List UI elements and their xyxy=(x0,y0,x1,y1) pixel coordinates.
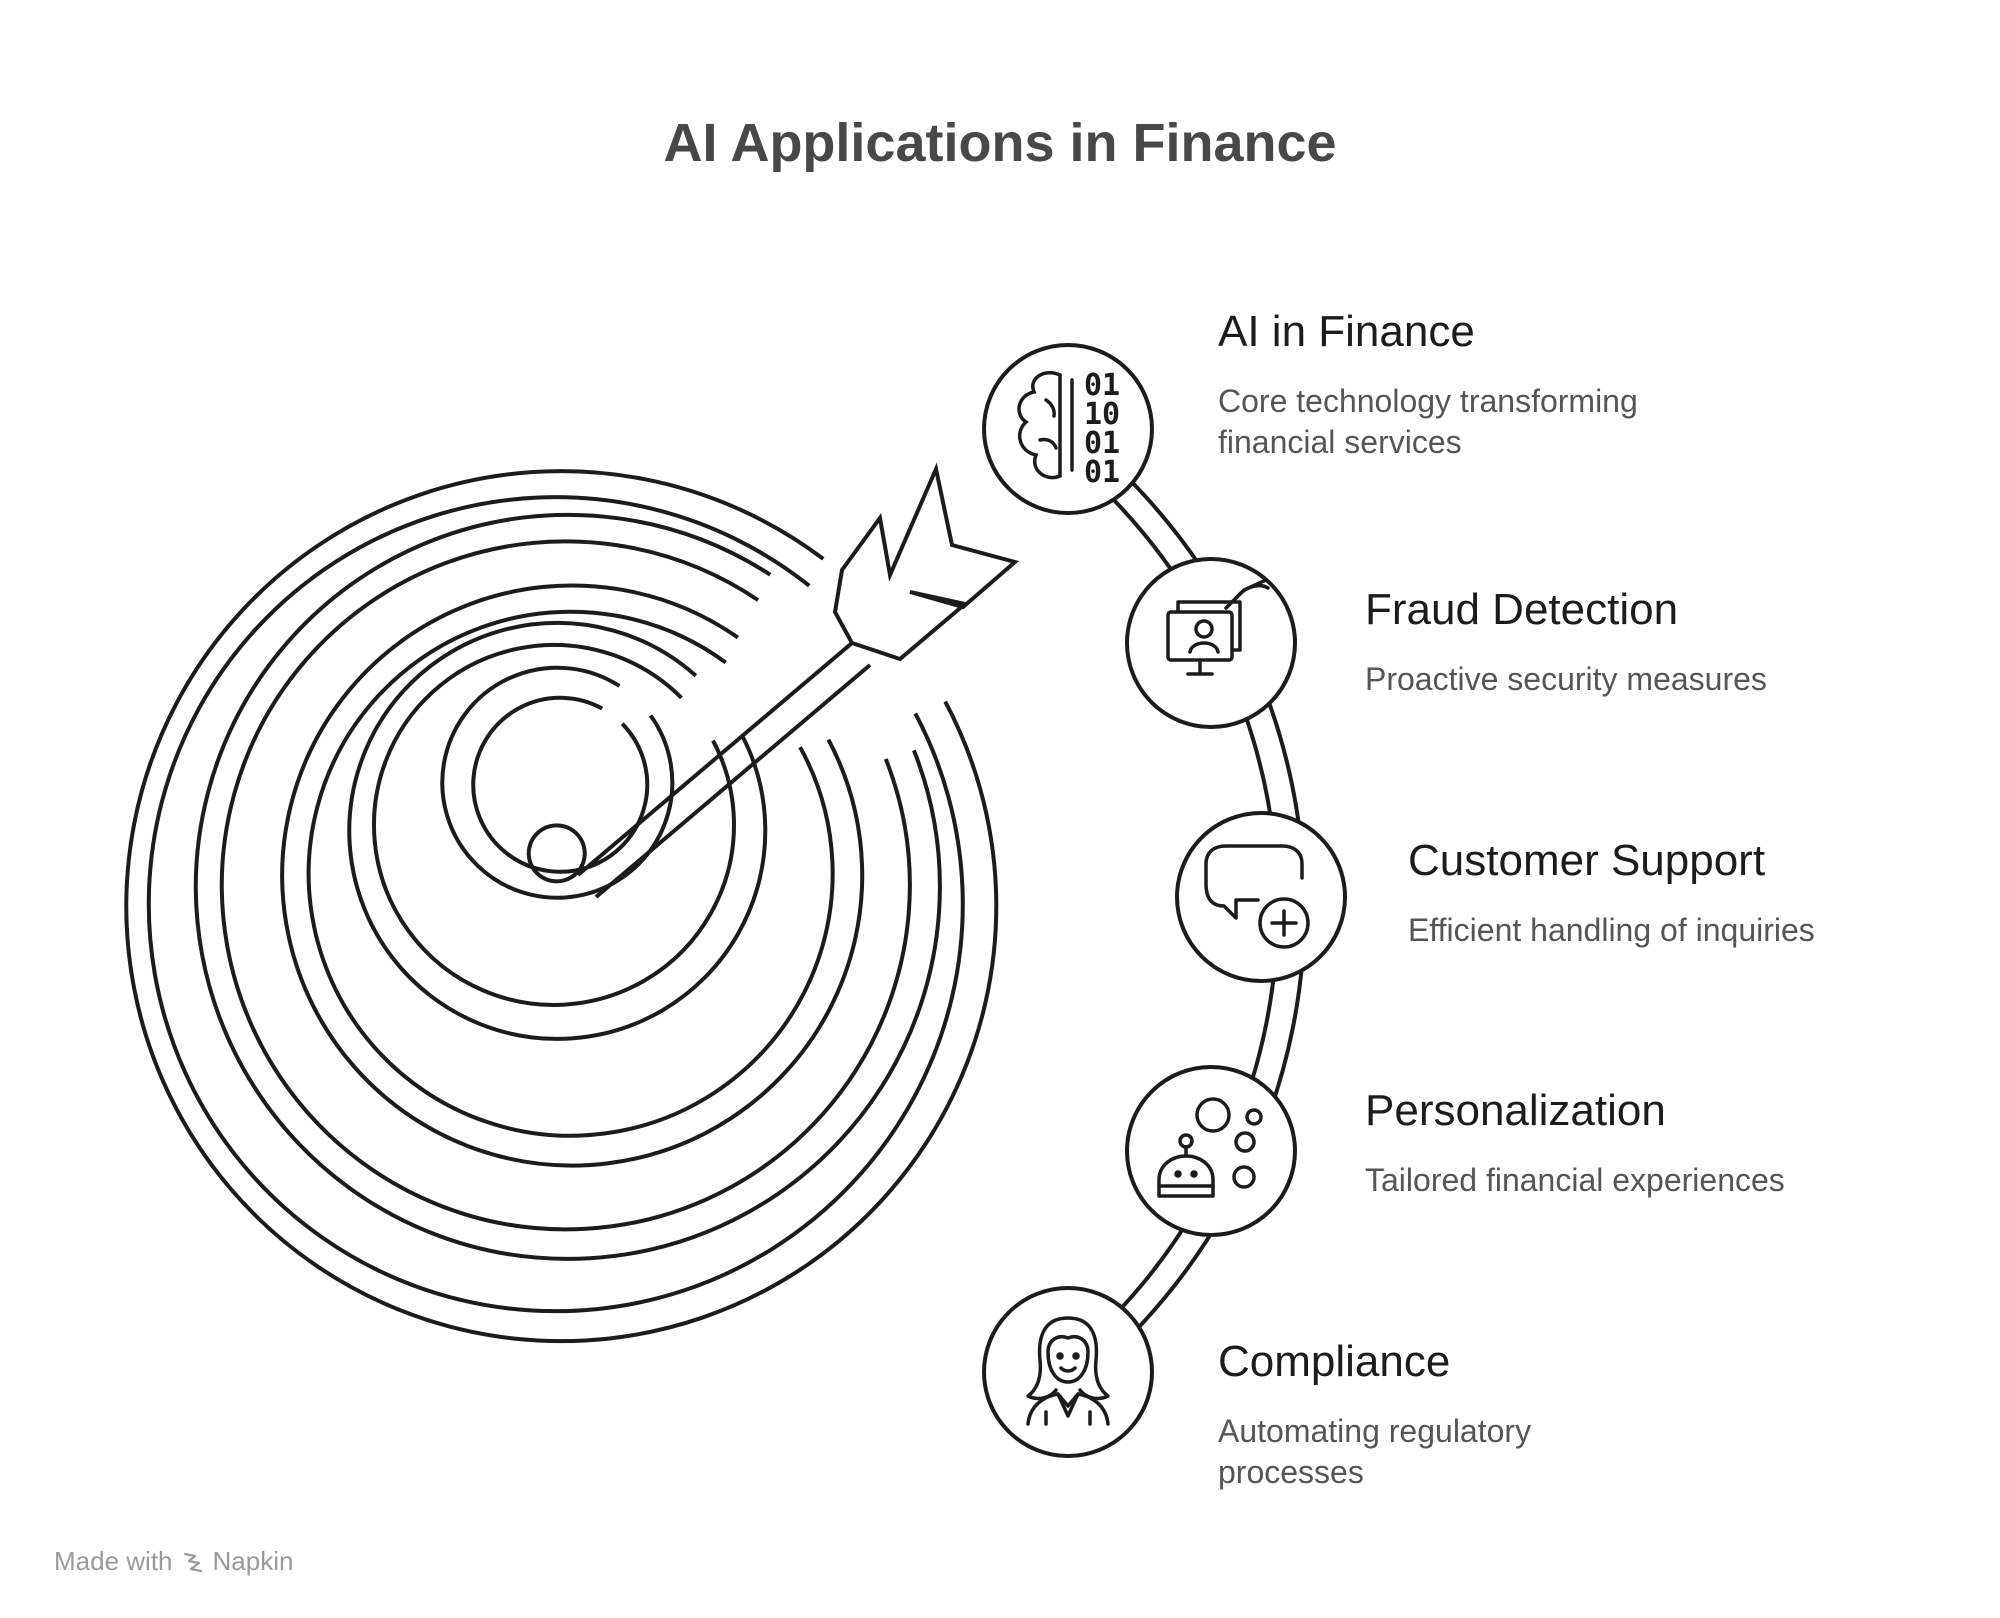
item-description: Automating regulatory processes xyxy=(1218,1412,1532,1491)
target-ring xyxy=(193,512,942,1261)
item-title: Customer Support xyxy=(1408,836,1766,885)
item-node-4 xyxy=(1125,1065,1297,1237)
target-ring xyxy=(146,495,965,1314)
item-description: Efficient handling of inquiries xyxy=(1408,911,1815,948)
arrow-fletching xyxy=(832,462,1020,662)
napkin-brand-label: Napkin xyxy=(212,1546,294,1576)
target-ring xyxy=(306,609,835,1138)
arrow-icon xyxy=(576,462,1020,899)
target-ring xyxy=(526,823,587,884)
item-ai-in-finance: AI in Finance Core technology transformi… xyxy=(1218,306,1758,464)
robot-bubbles-icon xyxy=(1157,1097,1263,1198)
item-personalization: Personalization Tailored financial exper… xyxy=(1365,1085,1965,1201)
diagram-title: AI Applications in Finance xyxy=(663,113,1337,173)
target-ring xyxy=(124,469,999,1344)
item-node-3 xyxy=(1175,811,1347,983)
item-node-1: 01 10 01 01 xyxy=(982,343,1154,515)
item-title: AI in Finance xyxy=(1218,307,1475,356)
binary-digits: 10 xyxy=(1084,397,1120,432)
item-title: Personalization xyxy=(1365,1086,1666,1135)
target-ring xyxy=(471,695,650,874)
napkin-logo-icon xyxy=(183,1552,202,1572)
arrow-shaft xyxy=(576,641,872,899)
item-node-2 xyxy=(1125,557,1297,729)
target-ring xyxy=(371,642,736,1007)
item-fraud-detection: Fraud Detection Proactive security measu… xyxy=(1365,584,1965,700)
target-ring xyxy=(440,665,675,900)
monitor-user-icon xyxy=(1166,578,1270,676)
binary-digits: 01 xyxy=(1084,368,1120,403)
item-description: Proactive security measures xyxy=(1365,660,1767,697)
item-description: Core technology transforming financial s… xyxy=(1218,382,1638,461)
made-with-napkin-footer: Made with Napkin xyxy=(54,1546,293,1577)
made-with-label: Made with xyxy=(54,1546,173,1576)
binary-digits: 01 xyxy=(1084,455,1120,490)
target-ring xyxy=(347,620,768,1041)
target-icon xyxy=(124,469,999,1344)
item-node-5 xyxy=(982,1286,1154,1458)
item-description: Tailored financial experiences xyxy=(1365,1161,1785,1198)
item-customer-support: Customer Support Efficient handling of i… xyxy=(1408,835,2000,951)
target-ring xyxy=(280,583,865,1168)
item-title: Compliance xyxy=(1218,1337,1451,1386)
binary-digits: 01 xyxy=(1084,426,1120,461)
target-ring xyxy=(219,539,912,1232)
brain-binary-icon: 01 10 01 01 xyxy=(1017,368,1120,490)
chat-plus-icon xyxy=(1204,844,1310,949)
item-title: Fraud Detection xyxy=(1365,585,1679,634)
item-compliance: Compliance Automating regulatory process… xyxy=(1218,1336,1638,1494)
woman-icon xyxy=(1026,1316,1110,1426)
